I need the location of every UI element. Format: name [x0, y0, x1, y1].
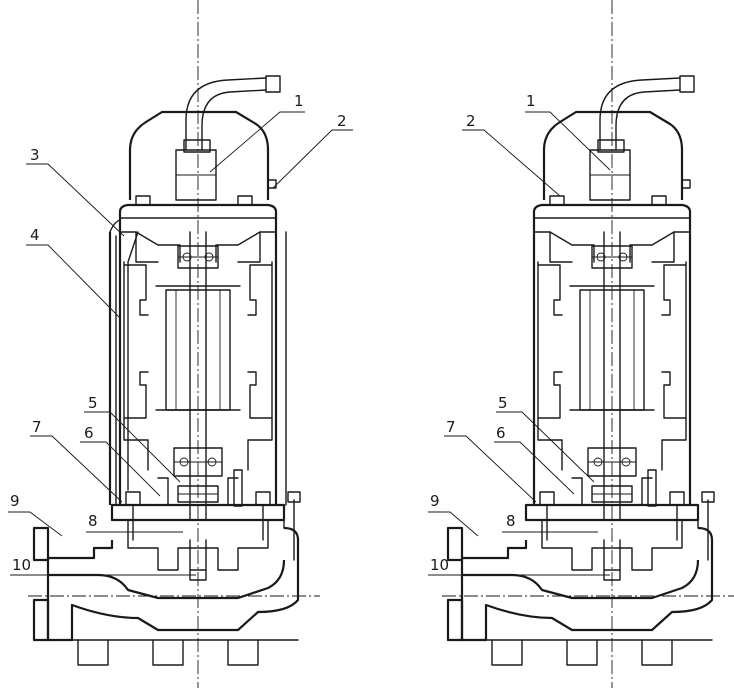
callout-label: 8: [506, 512, 516, 530]
callout-label: 7: [32, 418, 42, 436]
leader-lines-left: [8, 111, 353, 576]
callout-label: 4: [30, 226, 40, 244]
callout-label: 6: [496, 424, 506, 442]
labels-left: 1 2 3 4 5 6 7 8 9 10: [10, 92, 347, 574]
callout-label: 2: [337, 112, 347, 130]
callout-label: 6: [84, 424, 94, 442]
callout-label: 5: [498, 394, 508, 412]
callout-label: 9: [430, 492, 440, 510]
callout-label: 10: [12, 556, 31, 574]
pump-view-right: [440, 0, 734, 688]
callout-label: 8: [88, 512, 98, 530]
callout-label: 5: [88, 394, 98, 412]
callout-label: 2: [466, 112, 476, 130]
callout-label: 3: [30, 146, 40, 164]
callout-label: 10: [430, 556, 449, 574]
callout-label: 7: [446, 418, 456, 436]
callout-label: 1: [294, 92, 304, 110]
leader-lines-right: [428, 111, 611, 576]
callout-label: 9: [10, 492, 20, 510]
labels-right: 1 2 5 6 7 8 9 10: [430, 92, 536, 574]
callout-label: 1: [526, 92, 536, 110]
pump-view-left: [26, 0, 322, 688]
